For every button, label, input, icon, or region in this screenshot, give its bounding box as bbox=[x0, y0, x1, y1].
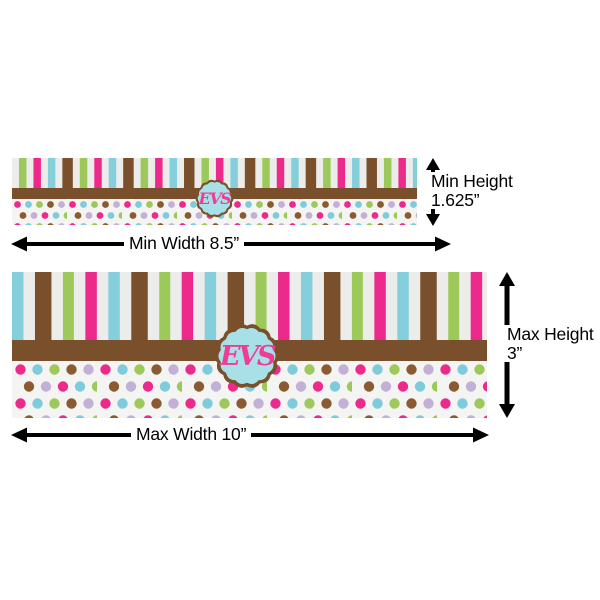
max-height-label: Max Height 3” bbox=[502, 325, 599, 363]
monogram-letters: EVS bbox=[198, 189, 232, 208]
min-panel-monogram: EVS bbox=[191, 175, 238, 222]
max-panel-dot-pattern bbox=[12, 361, 487, 418]
monogram-scallop-icon: EVS bbox=[214, 324, 280, 388]
max-width-label: Max Width 10” bbox=[131, 425, 252, 444]
monogram-scallop-icon: EVS bbox=[195, 179, 234, 218]
max-panel-monogram: EVS bbox=[207, 316, 287, 396]
min-width-label: Min Width 8.5” bbox=[124, 234, 245, 253]
min-height-label: Min Height 1.625” bbox=[426, 172, 518, 210]
min-panel-stripe-pattern bbox=[12, 158, 417, 190]
monogram-letters: EVS bbox=[219, 340, 276, 372]
